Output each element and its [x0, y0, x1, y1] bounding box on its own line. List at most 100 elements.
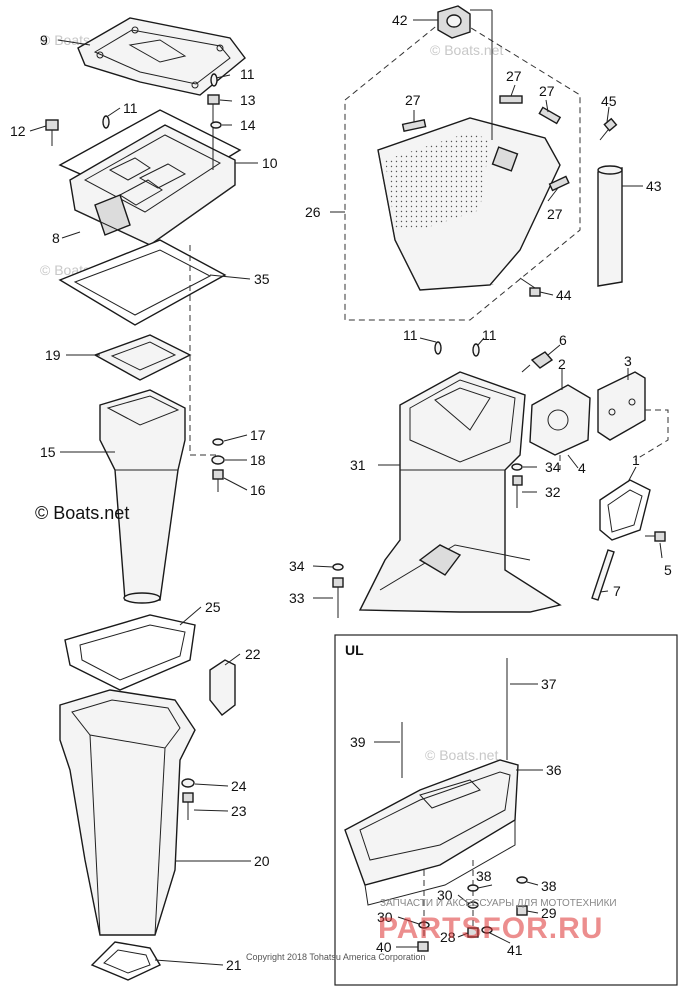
callout-11: 11	[403, 327, 418, 343]
callout-18: 18	[250, 452, 266, 468]
callout-34: 34	[289, 558, 305, 574]
callout-21: 21	[226, 957, 242, 973]
washer-18	[211, 455, 225, 465]
callout-29: 29	[541, 905, 557, 921]
ul-inset-frame	[334, 634, 678, 986]
callout-2: 2	[558, 356, 566, 372]
pin-11-top	[210, 73, 218, 87]
brand-logo-text: PARTSFOR.RU	[378, 912, 603, 945]
part-27-pad	[548, 175, 570, 192]
callout-17: 17	[250, 427, 266, 443]
callout-41: 41	[507, 942, 523, 958]
bolt-13	[207, 94, 220, 170]
callout-12: 12	[10, 123, 26, 139]
callout-11: 11	[482, 327, 497, 343]
callout-44: 44	[556, 287, 572, 303]
part-8-mount-plate	[69, 124, 236, 246]
callout-39: 39	[350, 734, 366, 750]
part-3-cover	[597, 371, 646, 441]
part-27-pad	[499, 95, 523, 104]
part-31-drive-housing	[358, 371, 562, 613]
callout-10: 10	[262, 155, 278, 171]
callout-30: 30	[437, 887, 453, 903]
bolt-32	[512, 475, 523, 508]
callout-45: 45	[601, 93, 617, 109]
washer-24	[181, 778, 195, 788]
copyright-text: Copyright 2018 Tohatsu America Corporati…	[246, 952, 425, 962]
callout-16: 16	[250, 482, 266, 498]
callout-43: 43	[646, 178, 662, 194]
callout-28: 28	[440, 929, 456, 945]
callout-11: 11	[123, 100, 138, 116]
watermark: © Boats.net	[425, 747, 498, 763]
boats-net-watermark: © Boats.net	[35, 503, 129, 523]
washer-41	[481, 926, 493, 934]
inset-title: UL	[345, 642, 364, 658]
part-26-cover	[377, 117, 561, 291]
part-20-extension-case	[59, 689, 196, 936]
callout-26: 26	[305, 204, 321, 220]
callout-27: 27	[539, 83, 555, 99]
callout-15: 15	[40, 444, 56, 460]
pin-11	[472, 343, 480, 357]
callout-3: 3	[624, 353, 632, 369]
callout-5: 5	[664, 562, 672, 578]
callout-34: 34	[545, 459, 561, 475]
part-36-housing-ul	[344, 759, 519, 906]
part-43-pipe	[597, 165, 623, 287]
callout-19: 19	[45, 347, 61, 363]
nut-28	[467, 927, 479, 938]
callout-38: 38	[541, 878, 557, 894]
callout-11: 11	[240, 66, 255, 82]
bolt-16	[212, 469, 224, 492]
part-1-gasket	[599, 479, 651, 541]
callout-labels: 9 11 11 12 13 14 10 8 35 19 15 17 18 16 …	[10, 12, 672, 973]
watermark: © Boats.net	[430, 42, 503, 58]
callout-23: 23	[231, 803, 247, 819]
washer-34-right	[511, 463, 523, 471]
callout-35: 35	[254, 271, 270, 287]
part-19-gasket	[93, 334, 192, 381]
callout-20: 20	[254, 853, 270, 869]
nut-29	[516, 905, 528, 916]
callout-6: 6	[559, 332, 567, 348]
part-15-exhaust-pipe	[99, 389, 186, 604]
part-44-bolt	[519, 277, 541, 297]
callout-31: 31	[350, 457, 366, 473]
part-27-pad	[401, 118, 427, 133]
part-22-bracket	[209, 659, 236, 716]
part-42-grommet	[437, 5, 471, 39]
leader-lines	[29, 9, 663, 966]
callout-27: 27	[405, 92, 421, 108]
callout-37: 37	[541, 676, 557, 692]
part-35-gasket	[58, 239, 227, 326]
part-5-bolt	[645, 531, 666, 542]
callout-4: 4	[578, 460, 586, 476]
callout-38: 38	[476, 868, 492, 884]
part-25-gasket	[64, 614, 196, 691]
callout-32: 32	[545, 484, 561, 500]
callout-8: 8	[52, 230, 60, 246]
callout-13: 13	[240, 92, 256, 108]
brand-tagline: ЗАПЧАСТИ И АКСЕССУАРЫ ДЛЯ МОТОТЕХНИКИ	[380, 898, 617, 909]
washer-17	[212, 438, 224, 446]
bolt-12	[45, 119, 59, 146]
part-7-tube	[591, 549, 615, 601]
part-6-fitting	[521, 351, 554, 373]
callout-14: 14	[240, 117, 256, 133]
washer-34-left	[332, 563, 344, 571]
callout-1: 1	[632, 452, 640, 468]
bolt-23	[182, 792, 194, 820]
alignment-line	[189, 245, 218, 456]
callout-25: 25	[205, 599, 221, 615]
callout-27: 27	[506, 68, 522, 84]
part-2-plate	[529, 384, 591, 456]
washer-14	[210, 121, 222, 129]
callout-24: 24	[231, 778, 247, 794]
part-21-gasket	[90, 941, 161, 981]
callout-27: 27	[547, 206, 563, 222]
callout-36: 36	[546, 762, 562, 778]
pin-11-left	[102, 115, 110, 129]
part-27-pad	[538, 106, 562, 125]
